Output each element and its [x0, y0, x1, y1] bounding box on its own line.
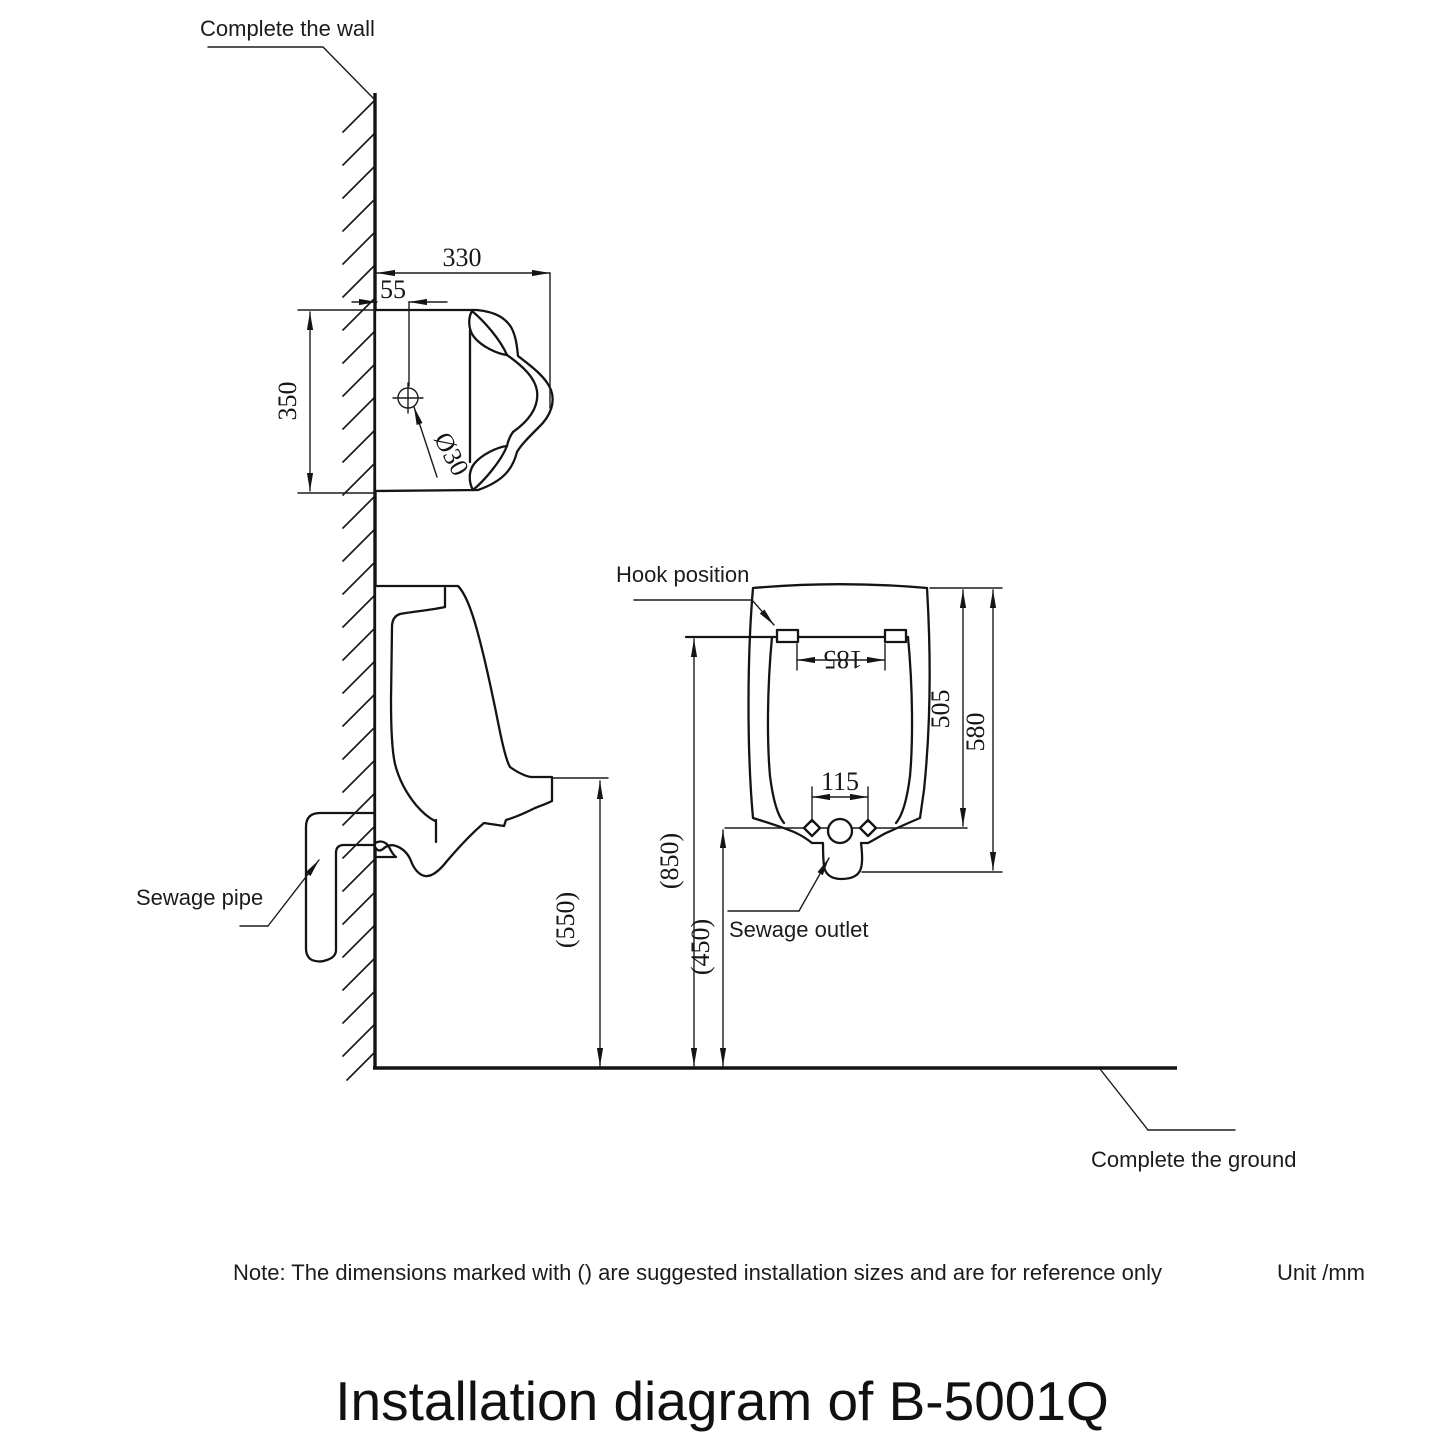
dim-850: (850) [655, 638, 698, 1067]
wall-hatching [342, 99, 376, 1081]
dim-450-text: (450) [686, 919, 715, 975]
sewage-outlet-label: Sewage outlet [729, 917, 868, 942]
dim-115: 115 [811, 767, 869, 823]
dim-55-text: 55 [380, 275, 406, 304]
dim-580-text: 580 [961, 713, 990, 752]
dim-350-text: 350 [273, 382, 302, 421]
dim-450: (450) [686, 829, 727, 1067]
diagram-title: Installation diagram of B-5001Q [335, 1370, 1109, 1432]
complete-wall-callout: Complete the wall [200, 16, 375, 100]
dim-330-text: 330 [443, 243, 482, 272]
top-view-rim-front [505, 353, 539, 448]
dim-505: 505 [926, 587, 1003, 827]
mounting-hole [392, 301, 424, 414]
dim-350: 350 [273, 309, 376, 494]
hook-position-callout: Hook position [616, 562, 775, 626]
sewage-outlet-callout: Sewage outlet [727, 857, 868, 942]
right-fixing-hole [858, 818, 878, 838]
side-view-urinal [373, 584, 554, 878]
dim-550: (550) [551, 777, 609, 1067]
dim-850-text: (850) [655, 833, 684, 889]
sewage-pipe-callout: Sewage pipe [136, 859, 320, 927]
dim-115-text: 115 [821, 767, 859, 796]
dim-505-text: 505 [926, 690, 955, 729]
side-view-inner [389, 586, 447, 823]
top-view-rim-upper-horn [468, 309, 509, 357]
dim-550-text: (550) [551, 892, 580, 948]
note-text: Note: The dimensions marked with () are … [233, 1260, 1162, 1285]
left-fixing-hole [802, 818, 822, 838]
sewage-outlet-hole [826, 817, 854, 845]
unit-text: Unit /mm [1277, 1260, 1365, 1285]
complete-ground-callout: Complete the ground [1091, 1068, 1296, 1172]
sewage-pipe-drawing [304, 811, 377, 963]
dim-580: 580 [861, 589, 1003, 873]
dim-55: 55 [351, 275, 448, 306]
front-view-inner-right [894, 635, 914, 825]
side-view-body [373, 584, 554, 878]
right-hook [883, 628, 908, 644]
sewage-pipe-label: Sewage pipe [136, 885, 263, 910]
dim-185: 185 [796, 643, 886, 674]
side-view-outlet-stub [373, 840, 398, 859]
left-hook [775, 628, 800, 644]
complete-ground-label: Complete the ground [1091, 1147, 1296, 1172]
front-view-inner-left [766, 635, 786, 825]
dim-330: 330 [376, 243, 551, 409]
dim-185-text: 185 [824, 645, 863, 674]
top-view-urinal [373, 308, 554, 493]
front-view-urinal [684, 583, 968, 881]
complete-wall-label: Complete the wall [200, 16, 375, 41]
top-view-rim-lower-horn [468, 444, 509, 492]
hook-position-label: Hook position [616, 562, 749, 587]
